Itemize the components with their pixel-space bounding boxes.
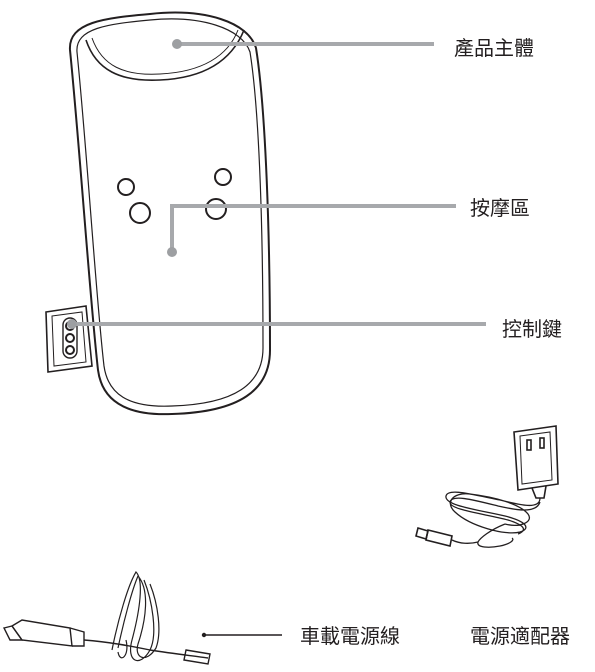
label-car-power-cord: 車載電源線: [300, 624, 400, 648]
massage-node-1: [117, 178, 135, 196]
leader-lines: [72, 42, 486, 326]
car-plug-tip: [2, 625, 24, 641]
adapter-plug-tip: [415, 526, 429, 541]
massage-node-3: [214, 168, 232, 186]
adapter-body: [513, 425, 559, 491]
control-button-strip: [62, 317, 78, 359]
adapter-plug: [425, 529, 453, 547]
leader-dots: [67, 39, 182, 329]
adapter-face: [519, 431, 553, 485]
label-control-keys: 控制鍵: [502, 317, 562, 341]
leader-dot-car: [201, 632, 207, 638]
label-power-adapter: 電源適配器: [470, 624, 570, 648]
label-massage-area: 按摩區: [470, 196, 530, 220]
control-button-3: [65, 345, 75, 355]
adapter-cable-coil: [445, 491, 541, 548]
device-outer-shell: [68, 11, 272, 416]
control-button-2: [65, 333, 75, 343]
car-plug-collar: [69, 627, 85, 647]
device-top-cap-inner: [91, 29, 239, 75]
leader-dot-product: [172, 39, 182, 49]
device-inner-shell: [76, 18, 264, 407]
control-panel-tab-inner: [51, 311, 87, 367]
car-plug-body: [10, 619, 73, 647]
car-cord-end: [183, 649, 211, 665]
power-adapter: [415, 425, 559, 548]
leader-dot-massage: [167, 247, 177, 257]
massage-node-4: [205, 198, 227, 220]
adapter-cable-tail: [451, 539, 479, 544]
adapter-prong-2: [539, 437, 545, 449]
leader-line-massage: [170, 204, 456, 252]
car-cord-leader: [201, 632, 282, 638]
car-power-cord: [2, 571, 211, 665]
control-panel-tab: [45, 305, 93, 373]
leader-dot-control: [67, 319, 77, 329]
car-cord-coil: [111, 571, 160, 662]
massage-node-2: [129, 202, 151, 224]
label-product-body: 產品主體: [454, 36, 534, 60]
adapter-prong-1: [526, 439, 532, 451]
massager-device: [45, 11, 272, 416]
device-top-cap: [85, 29, 245, 81]
